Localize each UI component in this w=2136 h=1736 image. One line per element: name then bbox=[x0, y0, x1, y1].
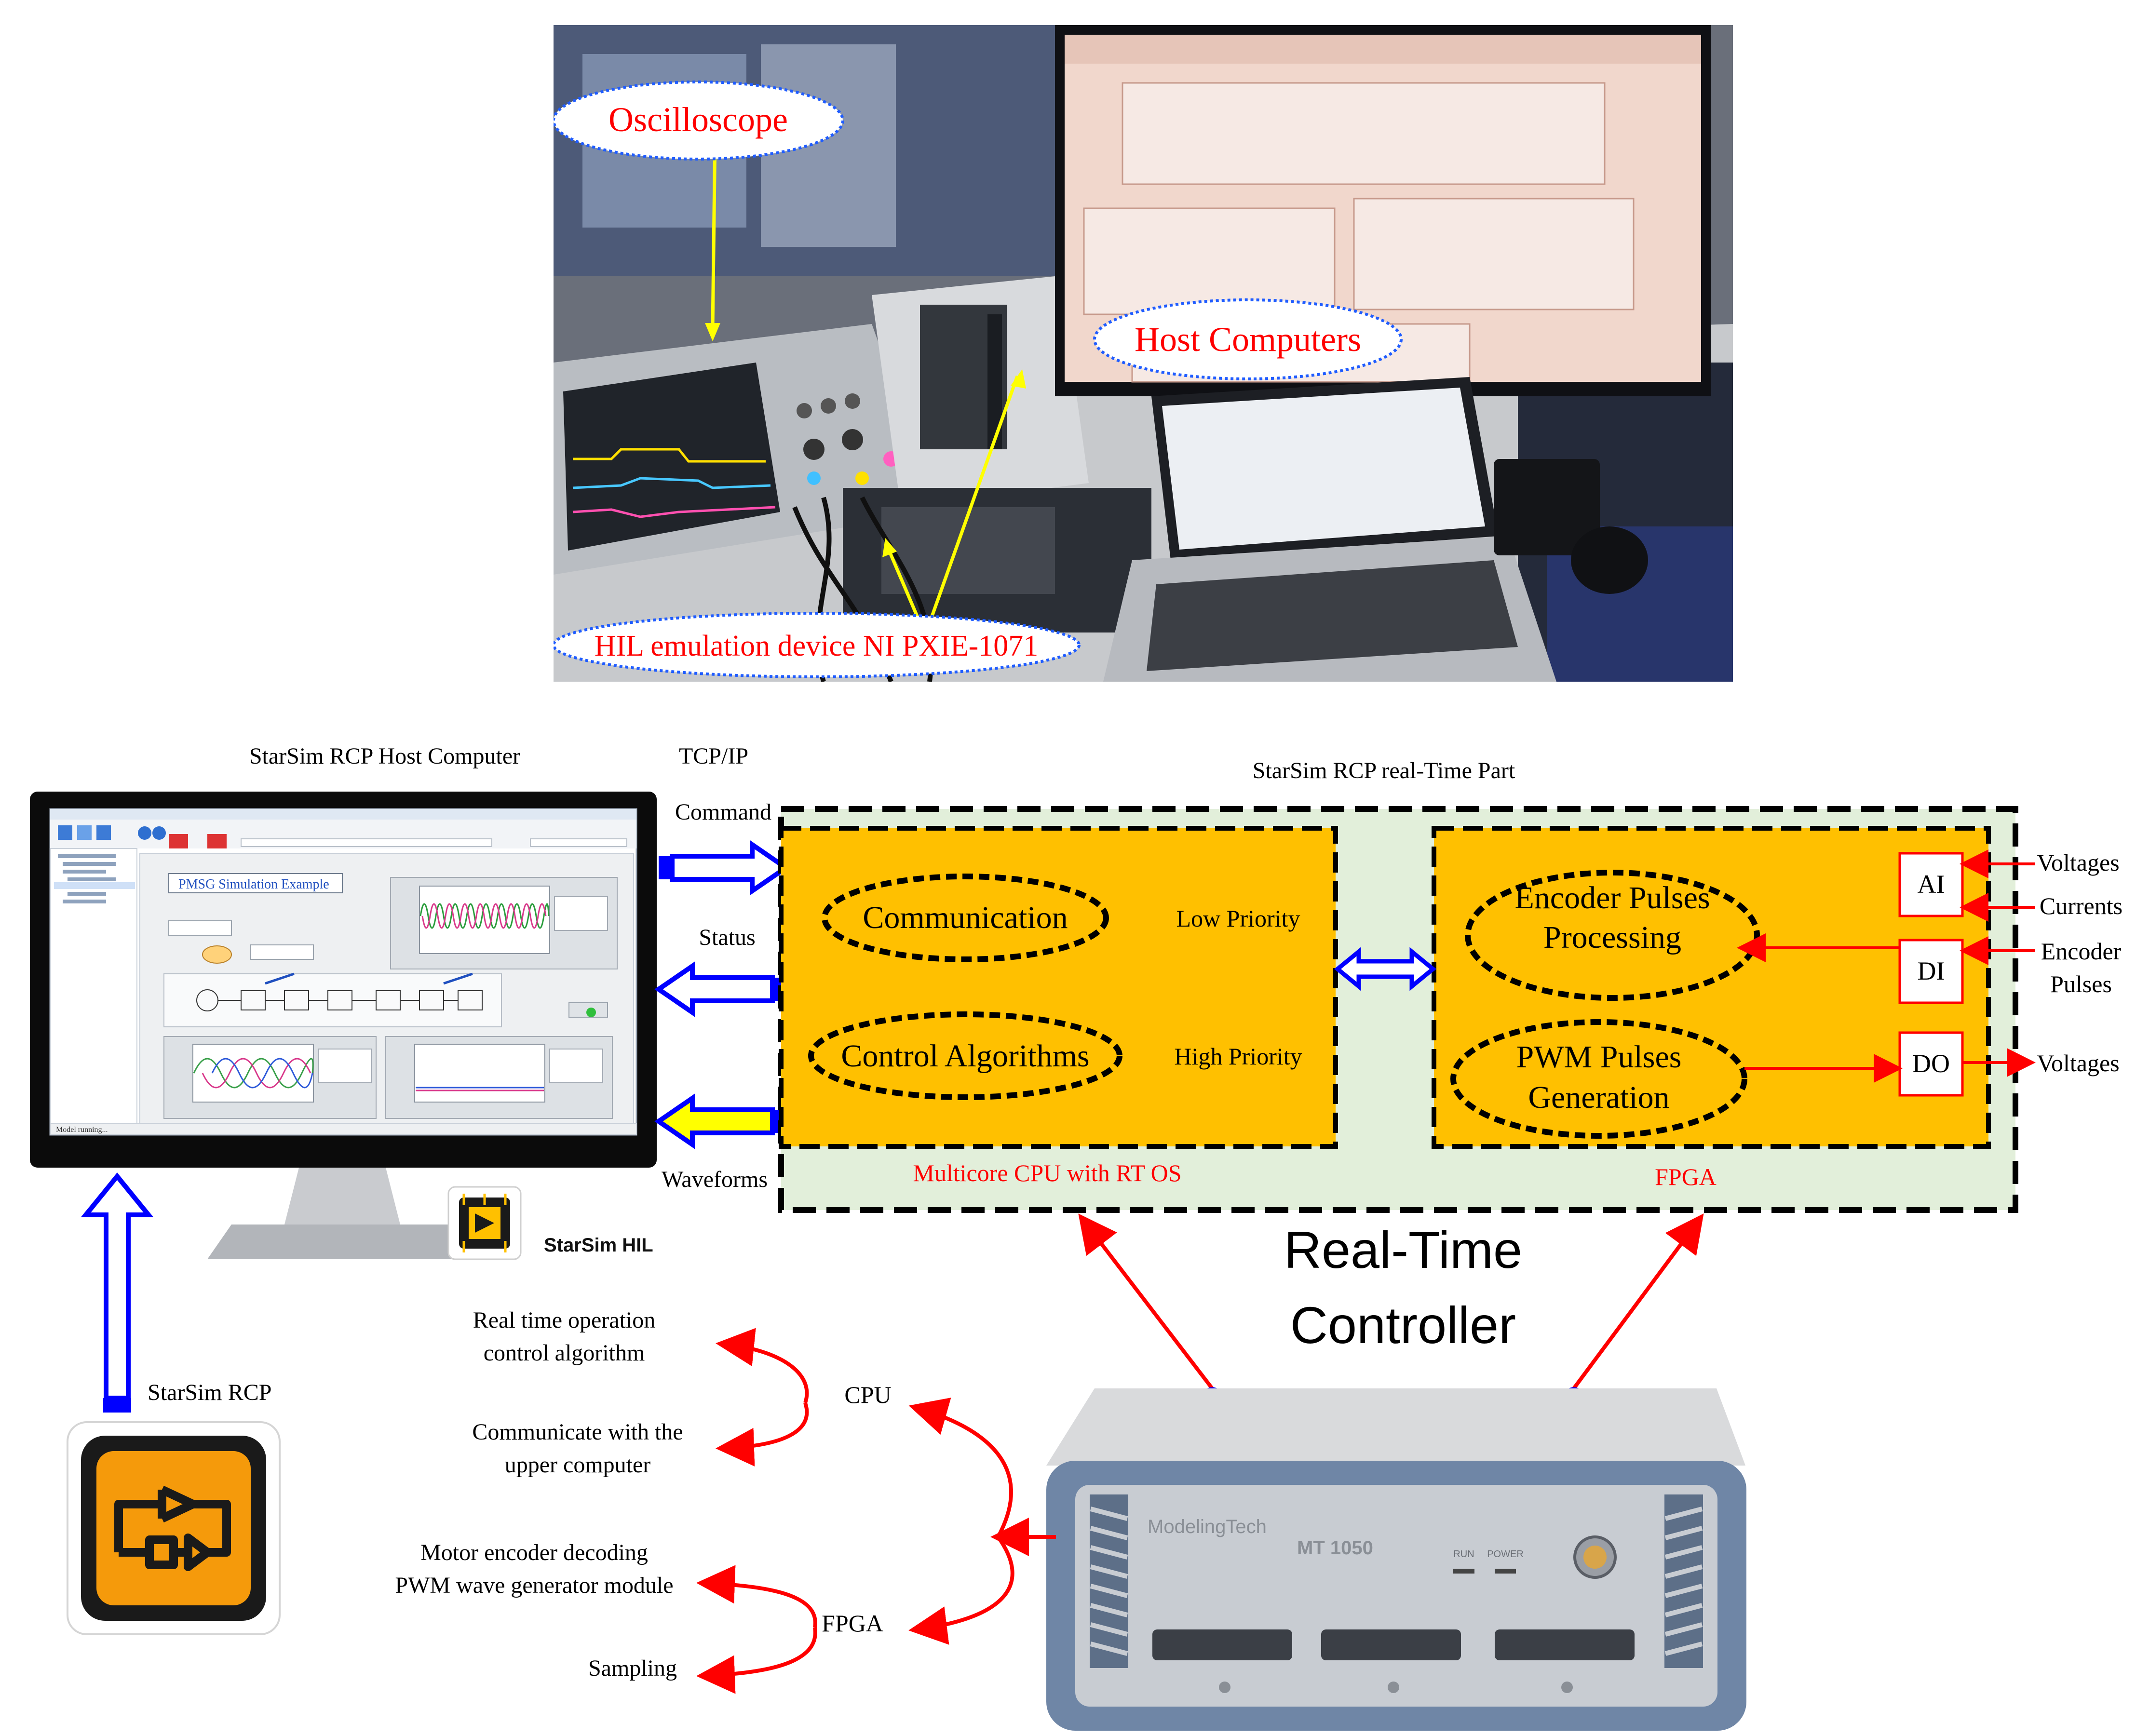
cpu-to-communicate-curve bbox=[716, 1402, 809, 1467]
waveforms-arrow bbox=[654, 1093, 786, 1149]
controller-title-line2: Controller bbox=[1290, 1296, 1516, 1354]
encoder-processing-line2: Processing bbox=[1543, 920, 1681, 955]
communication-ellipse bbox=[822, 874, 1109, 962]
cpu-caption: Multicore CPU with RT OS bbox=[913, 1159, 1181, 1186]
ai-port-label: AI bbox=[1918, 870, 1945, 899]
status-arrow bbox=[654, 961, 786, 1017]
rt-part-title: StarSim RCP real-Time Part bbox=[1253, 758, 1515, 783]
fpga-task-line2: PWM wave generator module bbox=[395, 1573, 673, 1598]
fpga-label: FPGA bbox=[822, 1610, 883, 1637]
starsim-rcp-label: StarSim RCP bbox=[148, 1380, 271, 1405]
oscilloscope-callout-text: Oscilloscope bbox=[608, 100, 788, 139]
hil-device-callout: HIL emulation device NI PXIE-1071 bbox=[554, 612, 1081, 678]
cpu-task-line3: Communicate with the bbox=[472, 1419, 683, 1445]
voltages-in-label: Voltages bbox=[2037, 849, 2119, 876]
cpu-to-control-curve bbox=[716, 1328, 809, 1404]
fpga-task-line1: Motor encoder decoding bbox=[420, 1540, 648, 1565]
starsim-hil-label: StarSim HIL bbox=[544, 1235, 653, 1256]
screen-status-bar: Model running... bbox=[56, 1126, 108, 1134]
lab-photo: Oscilloscope Host Computers HIL emulatio… bbox=[554, 25, 1733, 682]
encoder-io-line2: Pulses bbox=[2050, 970, 2112, 997]
pwm-generation-line2: Generation bbox=[1528, 1080, 1669, 1115]
host-laptop bbox=[1103, 377, 1556, 682]
currents-label: Currents bbox=[2040, 892, 2122, 919]
fpga-caption: FPGA bbox=[1655, 1163, 1717, 1190]
do-port-label: DO bbox=[1912, 1049, 1950, 1078]
controller-title-line1: Real-Time bbox=[1284, 1221, 1522, 1279]
run-led-label: RUN bbox=[1453, 1549, 1474, 1560]
pwm-generation-line1: PWM Pulses bbox=[1516, 1039, 1682, 1075]
cpu-task-line1: Real time operation bbox=[473, 1307, 656, 1333]
cpu-fpga-arrow bbox=[1334, 947, 1437, 991]
control-algorithms-label: Control Algorithms bbox=[841, 1038, 1089, 1074]
status-label: Status bbox=[699, 925, 755, 950]
cpu-task-line4: upper computer bbox=[505, 1452, 651, 1478]
low-priority-label: Low Priority bbox=[1176, 905, 1300, 932]
starsim-hil-logo bbox=[447, 1186, 522, 1260]
host-monitor-illustration bbox=[30, 792, 657, 1259]
fpga-to-sampling-curve bbox=[696, 1627, 817, 1694]
host-computer-title: StarSim RCP Host Computer bbox=[249, 743, 520, 769]
ai-port bbox=[1898, 852, 1964, 917]
tcpip-label: TCP/IP bbox=[679, 743, 748, 769]
host-computers-callout: Host Computers bbox=[1093, 298, 1403, 380]
lab-photo-drawing: Oscilloscope Host Computers HIL emulatio… bbox=[554, 25, 1733, 682]
starsim-rcp-logo bbox=[67, 1421, 281, 1635]
fpga-to-module-curve bbox=[696, 1565, 817, 1628]
rcp-to-host-arrow bbox=[81, 1172, 154, 1413]
cpu-box bbox=[779, 826, 1338, 1149]
to-cpu-curve bbox=[908, 1398, 1013, 1538]
command-label: Command bbox=[675, 799, 771, 825]
hil-device-callout-text: HIL emulation device NI PXIE-1071 bbox=[595, 630, 1039, 662]
communication-label: Communication bbox=[863, 900, 1068, 935]
device-model: MT 1050 bbox=[1297, 1537, 1373, 1559]
controller-to-cpu-arrow bbox=[1078, 1213, 1214, 1390]
screen-app-title: PMSG Simulation Example bbox=[178, 877, 329, 892]
di-port-label: DI bbox=[1918, 956, 1945, 985]
host-computers-callout-text: Host Computers bbox=[1135, 320, 1361, 359]
do-port bbox=[1898, 1031, 1964, 1097]
cpu-label: CPU bbox=[844, 1381, 891, 1408]
high-priority-label: High Priority bbox=[1174, 1043, 1302, 1070]
real-time-controller-device bbox=[1046, 1388, 1746, 1731]
voltages-out-label: Voltages bbox=[2037, 1050, 2119, 1077]
to-fpga-curve bbox=[908, 1535, 1014, 1645]
command-arrow bbox=[659, 840, 790, 896]
device-brand: ModelingTech bbox=[1148, 1516, 1267, 1537]
cpu-task-line2: control algorithm bbox=[484, 1340, 645, 1366]
encoder-processing-line1: Encoder Pulses bbox=[1514, 880, 1710, 915]
controller-to-fpga-arrow bbox=[1572, 1213, 1704, 1390]
encoder-io-line1: Encoder bbox=[2041, 938, 2122, 965]
power-led-label: POWER bbox=[1487, 1549, 1524, 1560]
oscilloscope-callout: Oscilloscope bbox=[554, 81, 844, 161]
di-port bbox=[1898, 939, 1964, 1004]
fpga-task-line3: Sampling bbox=[588, 1655, 677, 1681]
control-algorithms-ellipse bbox=[808, 1011, 1122, 1100]
pwm-generation-ellipse bbox=[1450, 1019, 1747, 1139]
waveforms-label: Waveforms bbox=[662, 1167, 768, 1192]
